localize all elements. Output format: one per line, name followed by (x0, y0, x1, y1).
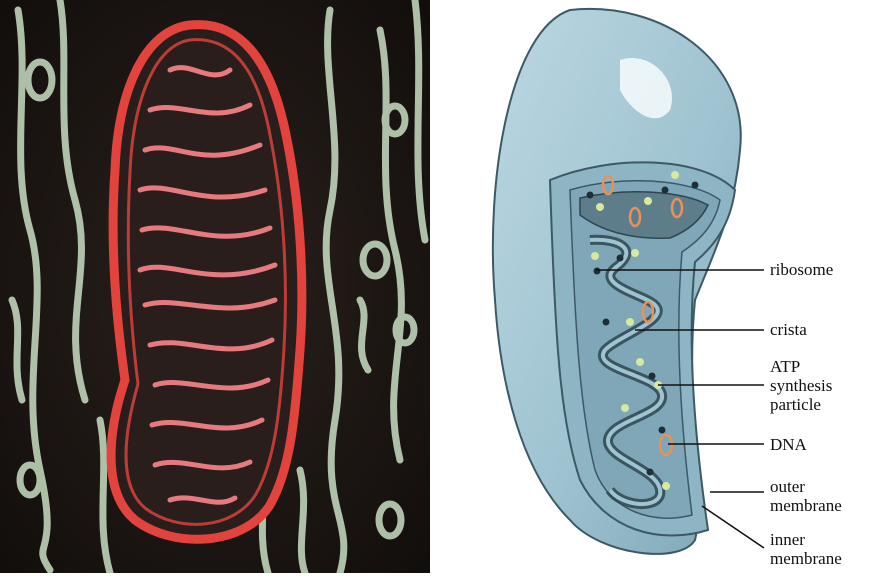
label-atp-line1: ATP (770, 357, 832, 376)
label-outer-line1: outer (770, 477, 842, 496)
label-outer-membrane: outer membrane (770, 477, 842, 515)
label-inner-line2: membrane (770, 549, 842, 568)
label-atp-synthesis-particle: ATP synthesis particle (770, 357, 832, 414)
label-crista: crista (770, 320, 807, 339)
diagram-panel: ribosome crista ATP synthesis particle D… (430, 0, 878, 573)
label-outer-line2: membrane (770, 496, 842, 515)
label-atp-line2: synthesis (770, 376, 832, 395)
leader-inner (702, 506, 764, 548)
label-atp-line3: particle (770, 395, 832, 414)
micrograph-icon (0, 0, 430, 573)
micrograph-panel (0, 0, 430, 573)
label-dna: DNA (770, 435, 807, 454)
label-inner-line1: inner (770, 530, 842, 549)
label-inner-membrane: inner membrane (770, 530, 842, 568)
label-ribosome: ribosome (770, 260, 833, 279)
